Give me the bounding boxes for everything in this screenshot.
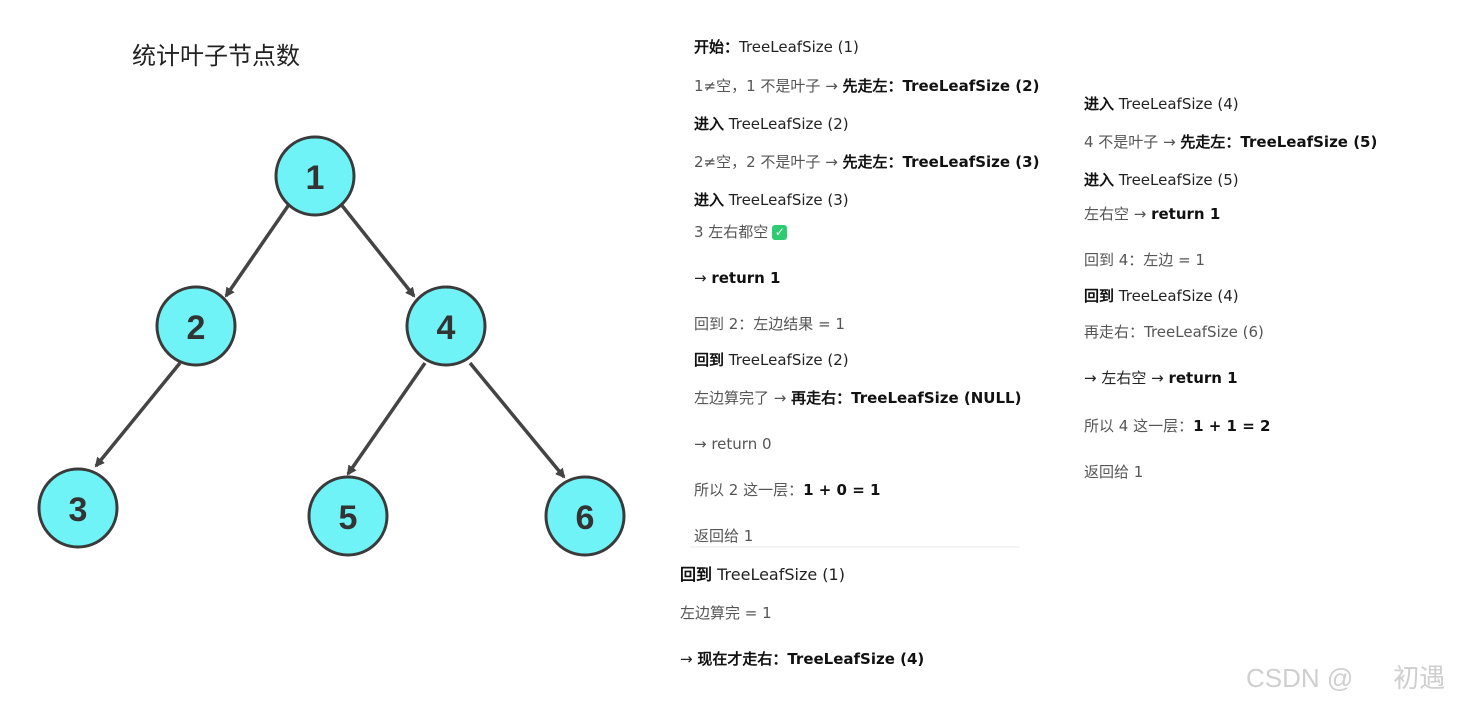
- tree-node-1: 1: [274, 135, 356, 217]
- step-1-not-leaf: 1≠空，1 不是叶子 → 先走左：TreeLeafSize (2): [694, 76, 1039, 96]
- step-back-2-left: 回到 2：左边结果 = 1: [694, 314, 845, 334]
- step-back-4: 回到 TreeLeafSize (4): [1084, 286, 1239, 306]
- step-bold: 先走左：TreeLeafSize (5): [1180, 133, 1378, 151]
- edge-1-2: [224, 202, 292, 298]
- step-5-return: 左右空 → return 1: [1084, 204, 1220, 224]
- svg-text:6: 6: [576, 499, 595, 537]
- svg-text:5: 5: [339, 499, 358, 537]
- step-bold: return 1: [1151, 205, 1221, 223]
- step-label: 进入: [694, 115, 725, 133]
- step-text: 所以 2 这一层：: [694, 481, 804, 499]
- step-text: TreeLeafSize (2): [724, 351, 849, 369]
- svg-text:4: 4: [437, 309, 456, 347]
- step-enter-4: 进入 TreeLeafSize (4): [1084, 94, 1239, 114]
- step-text: TreeLeafSize (4): [1114, 287, 1239, 305]
- step-enter-5: 进入 TreeLeafSize (5): [1084, 170, 1239, 190]
- tree-node-2: 2: [155, 285, 237, 367]
- step-2-not-leaf: 2≠空，2 不是叶子 → 先走左：TreeLeafSize (3): [694, 152, 1039, 172]
- step-text: 再走右：TreeLeafSize (6): [1084, 323, 1264, 341]
- step-1-go-right: → 现在才走右：TreeLeafSize (4): [680, 649, 924, 669]
- watermark-author: 初遇: [1393, 663, 1446, 693]
- step-label: 回到: [1084, 287, 1115, 305]
- step-text: TreeLeafSize (1): [739, 38, 859, 56]
- tree-node-4: 4: [405, 285, 487, 367]
- step-text: 回到 4：左边 = 1: [1084, 251, 1205, 269]
- step-4-return: 返回给 1: [1084, 462, 1143, 482]
- tree-node-5: 5: [307, 475, 389, 557]
- step-text: 返回给 1: [694, 527, 754, 545]
- step-text: 左右空 →: [1084, 205, 1152, 223]
- edge-2-3: [94, 361, 182, 468]
- step-text: TreeLeafSize (2): [724, 115, 849, 133]
- step-bold: 1 + 1 = 2: [1193, 417, 1271, 435]
- step-text: TreeLeafSize (5): [1114, 171, 1239, 189]
- step-back-2: 回到 TreeLeafSize (2): [694, 350, 849, 370]
- watermark: CSDN @ 初遇: [1246, 658, 1445, 695]
- step-bold: 再走右：TreeLeafSize (NULL): [791, 389, 1022, 407]
- step-text: 返回给 1: [1084, 463, 1144, 481]
- step-return-1: → return 1: [694, 268, 781, 288]
- step-text: 所以 4 这一层：: [1084, 417, 1194, 435]
- step-bold: return 1: [1168, 369, 1238, 387]
- step-text: → return 0: [694, 435, 772, 453]
- tree-edges: [94, 201, 566, 479]
- step-label: 回到: [680, 565, 713, 584]
- step-back-4-left: 回到 4：左边 = 1: [1084, 250, 1205, 270]
- step-text: 3 左右都空: [694, 223, 769, 241]
- edge-4-6: [468, 361, 566, 479]
- step-6-return: → 左右空 → return 1: [1084, 368, 1238, 388]
- step-bold: 1 + 0 = 1: [803, 481, 881, 499]
- svg-text:2: 2: [187, 309, 206, 347]
- step-label: 进入: [1084, 171, 1115, 189]
- step-4-go-right: 再走右：TreeLeafSize (6): [1084, 322, 1264, 342]
- edge-1-4: [338, 201, 416, 298]
- step-text: 左边算完了 →: [694, 389, 792, 407]
- step-text: 2≠空，2 不是叶子 →: [694, 153, 843, 171]
- step-label: 回到: [694, 351, 725, 369]
- step-4-not-leaf: 4 不是叶子 → 先走左：TreeLeafSize (5): [1084, 132, 1377, 152]
- step-bold: return 1: [711, 269, 781, 287]
- step-4-sum: 所以 4 这一层：1 + 1 = 2: [1084, 416, 1270, 436]
- step-text: →: [680, 650, 698, 668]
- step-return-0: → return 0: [694, 434, 772, 454]
- step-text: → 左右空 →: [1084, 369, 1169, 387]
- step-label: 进入: [1084, 95, 1115, 113]
- step-text: →: [694, 269, 712, 287]
- edge-4-5: [346, 362, 427, 476]
- diagram-title: 统计叶子节点数: [132, 42, 300, 70]
- step-label: 进入: [694, 191, 725, 209]
- step-1-left-done: 左边算完 = 1: [680, 603, 772, 623]
- tree-node-6: 6: [544, 475, 626, 557]
- watermark-site: CSDN @: [1246, 663, 1354, 693]
- step-bold: 现在才走右：TreeLeafSize (4): [697, 650, 925, 668]
- step-text: TreeLeafSize (1): [712, 565, 845, 584]
- step-text: 左边算完 = 1: [680, 604, 772, 622]
- binary-tree: 1 2 4 3 5 6: [37, 135, 626, 557]
- step-text: 1≠空，1 不是叶子 →: [694, 77, 843, 95]
- step-2-sum: 所以 2 这一层：1 + 0 = 1: [694, 480, 880, 500]
- step-3-leaf: 3 左右都空✓: [694, 222, 788, 242]
- step-2-go-right: 左边算完了 → 再走右：TreeLeafSize (NULL): [694, 388, 1021, 408]
- svg-text:3: 3: [69, 491, 88, 529]
- step-text: 回到 2：左边结果 = 1: [694, 315, 845, 333]
- step-enter-2: 进入 TreeLeafSize (2): [694, 114, 849, 134]
- step-enter-3: 进入 TreeLeafSize (3): [694, 190, 849, 210]
- step-text: TreeLeafSize (4): [1114, 95, 1239, 113]
- tree-node-3: 3: [37, 467, 119, 549]
- step-2-return: 返回给 1: [694, 526, 753, 546]
- step-text: 4 不是叶子 →: [1084, 133, 1181, 151]
- step-bold: 先走左：TreeLeafSize (3): [842, 153, 1040, 171]
- check-icon: ✓: [772, 225, 788, 240]
- step-bold: 先走左：TreeLeafSize (2): [842, 77, 1040, 95]
- divider: [690, 546, 1020, 548]
- svg-text:1: 1: [306, 159, 325, 197]
- tree-nodes: 1 2 4 3 5 6: [37, 135, 626, 557]
- step-label: 开始：: [694, 38, 740, 56]
- step-start: 开始：TreeLeafSize (1): [694, 37, 859, 57]
- step-back-1: 回到 TreeLeafSize (1): [680, 565, 845, 585]
- step-text: TreeLeafSize (3): [724, 191, 849, 209]
